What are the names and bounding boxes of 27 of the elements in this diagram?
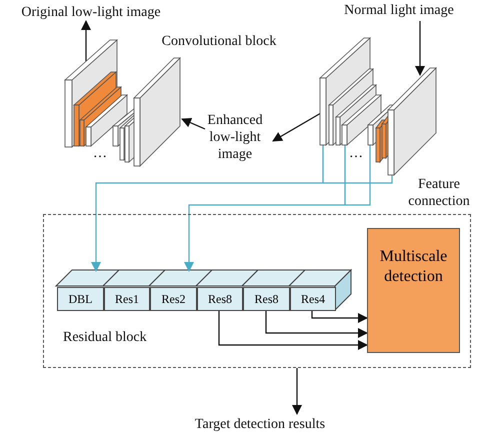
arrow: [91, 175, 393, 272]
layer-block: Res8: [243, 287, 290, 311]
block-label: Convolutional block: [160, 33, 278, 50]
layer-block: DBL: [57, 287, 104, 311]
image-label: Normal light image: [326, 2, 472, 19]
group-title: Residual block: [63, 329, 147, 346]
image-label: Original low-light image: [0, 4, 182, 21]
arrow: [181, 118, 206, 130]
detection-box: Multiscale detection: [367, 228, 460, 353]
layer-block: Res8: [197, 287, 243, 311]
arrow: [218, 311, 368, 350]
layer-block: Res1: [104, 287, 150, 311]
arrow: [184, 145, 371, 272]
image-label: Enhanced low-light image: [196, 112, 274, 163]
arrow: [311, 311, 368, 323]
arrow: [292, 368, 302, 415]
layer-block: Res4: [290, 287, 336, 311]
connection-label: Feature connection: [407, 176, 471, 210]
arrow: [415, 21, 425, 76]
arrow: [265, 311, 368, 338]
ellipsis: …: [348, 145, 364, 162]
layer-block: Res2: [150, 287, 197, 311]
dashed-group-box: [43, 214, 471, 368]
result-label: Target detection results: [170, 416, 350, 433]
ellipsis: …: [92, 145, 108, 162]
arrow: [272, 112, 322, 142]
arrow: [81, 20, 91, 62]
